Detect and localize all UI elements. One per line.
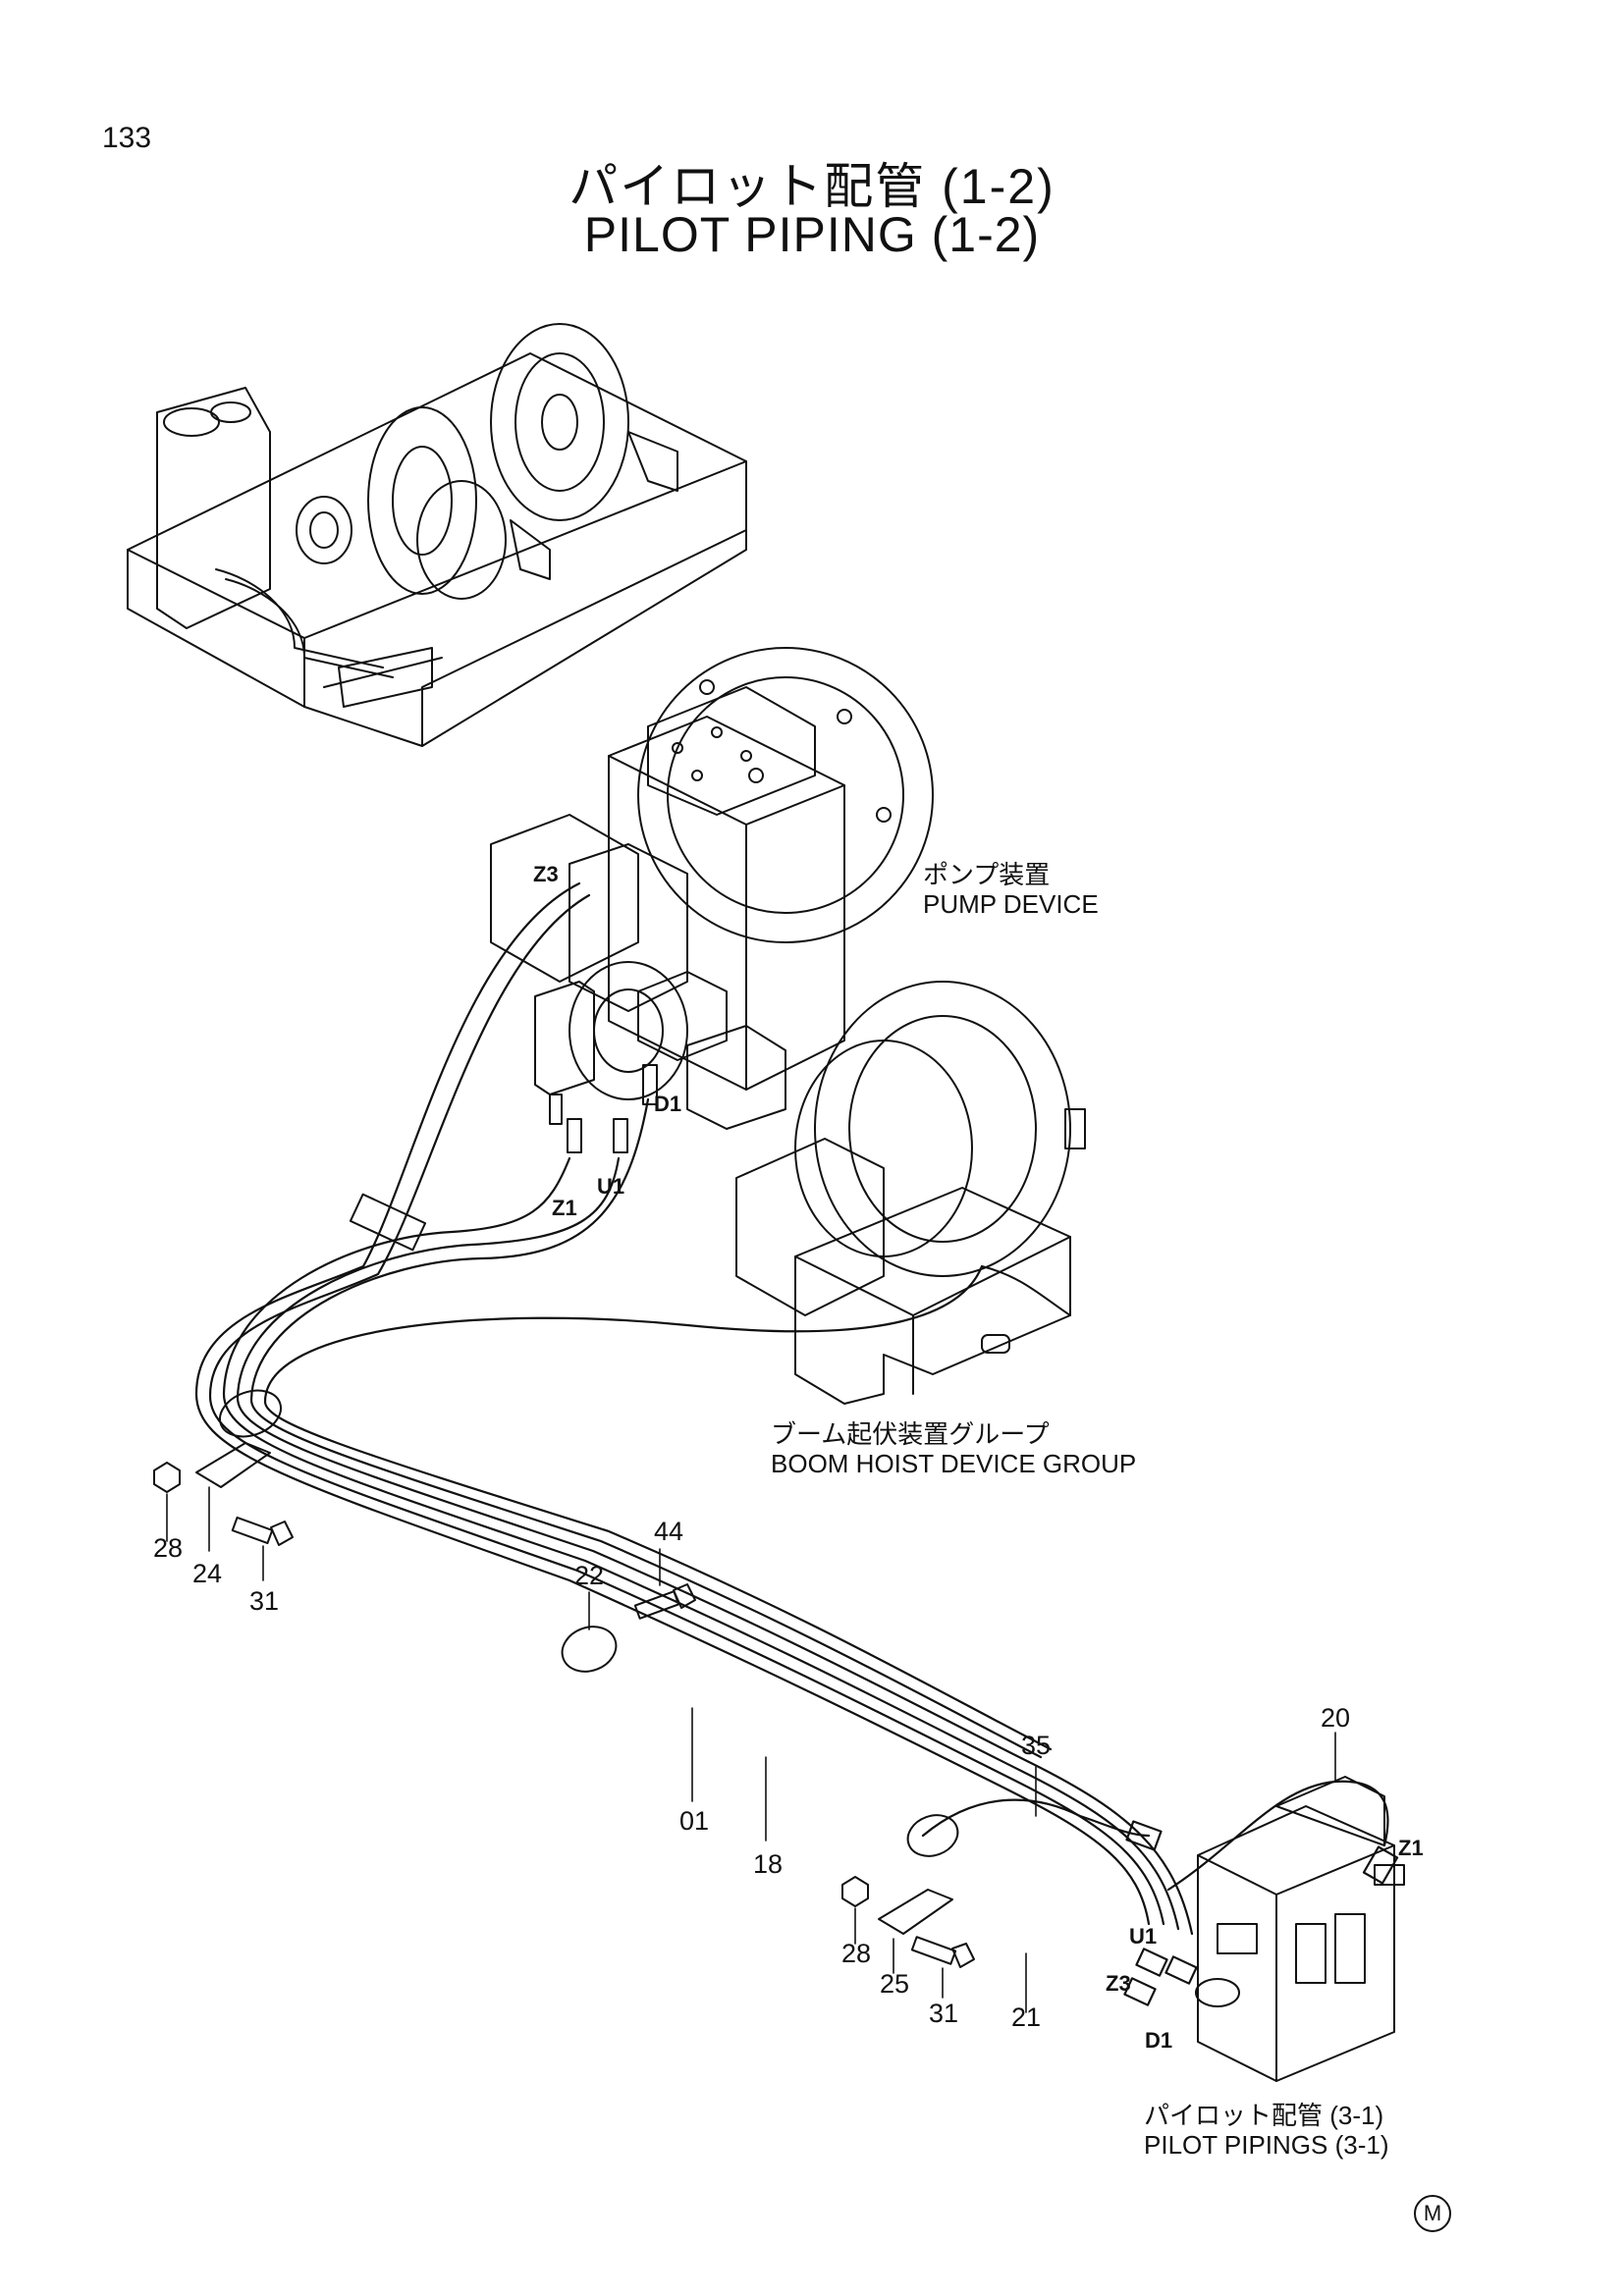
pump-device-label-en: PUMP DEVICE — [923, 889, 1099, 919]
leader-lines — [166, 1486, 1336, 2013]
port-d1-valve: D1 — [1145, 2028, 1173, 2053]
boom-hoist-label-en: BOOM HOIST DEVICE GROUP — [771, 1449, 1137, 1478]
callout-18: 18 — [753, 1849, 784, 1879]
callout-28-left: 28 — [153, 1533, 184, 1563]
callout-24: 24 — [192, 1559, 223, 1588]
callout-25: 25 — [880, 1969, 910, 1999]
port-u1-valve: U1 — [1129, 1924, 1158, 1949]
pilot-pipings-label-ja: パイロット配管 (3-1) — [1144, 2101, 1384, 2130]
pilot-pipings-label: パイロット配管 (3-1) PILOT PIPINGS (3-1) — [1144, 2101, 1388, 2160]
callout-28-right: 28 — [841, 1939, 872, 1968]
boom-hoist-device — [735, 981, 1086, 1405]
pilot-pipings-label-en: PILOT PIPINGS (3-1) — [1144, 2130, 1389, 2160]
port-z3-valve: Z3 — [1106, 1971, 1131, 1996]
callout-31-left: 31 — [249, 1586, 280, 1616]
boom-hoist-label-ja: ブーム起伏装置グループ — [771, 1419, 1050, 1449]
port-z1-pump: Z1 — [552, 1196, 577, 1220]
pump-device-label-ja: ポンプ装置 — [923, 860, 1051, 889]
callout-21: 21 — [1011, 2002, 1042, 2032]
callout-35: 35 — [1021, 1731, 1052, 1760]
callout-01: 01 — [679, 1806, 710, 1836]
clamps — [195, 1193, 959, 1935]
port-u1-pump: U1 — [597, 1174, 625, 1199]
pilot-control-valve — [1195, 1776, 1405, 2082]
port-z1-valve: Z1 — [1398, 1836, 1424, 1860]
pipe-bundle — [194, 881, 1399, 2006]
callout-44: 44 — [654, 1517, 684, 1546]
port-d1-pump: D1 — [654, 1092, 682, 1116]
hardware — [153, 1462, 975, 1968]
page-number: 133 — [102, 122, 152, 154]
boom-hoist-label: ブーム起伏装置グループ BOOM HOIST DEVICE GROUP — [771, 1419, 1136, 1478]
port-z3-pump: Z3 — [533, 862, 559, 886]
title-japanese: パイロット配管 (1-2) — [568, 159, 1056, 214]
callout-31-right: 31 — [929, 1999, 959, 2028]
winch-assembly — [127, 323, 747, 747]
callout-20: 20 — [1321, 1703, 1351, 1733]
m-mark: M — [1414, 2195, 1451, 2232]
callout-22: 22 — [574, 1561, 605, 1590]
pump-device-label: ポンプ装置 PUMP DEVICE — [923, 860, 1099, 919]
pump-device — [490, 647, 934, 1153]
title-english: PILOT PIPING (1-2) — [583, 207, 1041, 262]
